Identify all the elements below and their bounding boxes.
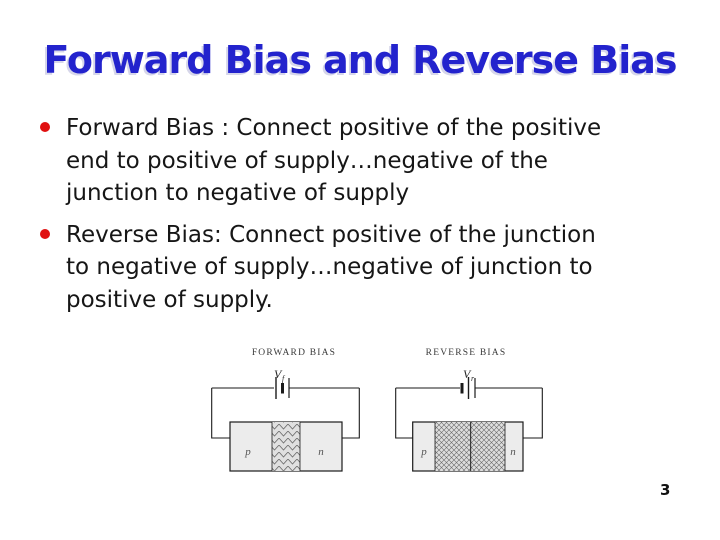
depletion-hatch xyxy=(272,422,300,471)
bullet-icon xyxy=(40,122,50,132)
wire-right xyxy=(342,388,360,439)
bullet-line: junction to negative of supply xyxy=(66,180,410,206)
page-number: 3 xyxy=(660,481,671,499)
battery-icon xyxy=(460,377,476,399)
forward-bias-diagram: FORWARD BIAS V f p n xyxy=(211,348,360,472)
reverse-bias-diagram: REVERSE BIAS V r p n xyxy=(395,348,543,472)
voltage-subscript: f xyxy=(282,374,286,383)
page-title: Forward Bias and Reverse Bias xyxy=(43,38,678,82)
n-region-label: n xyxy=(510,446,516,458)
bullet-list: Forward Bias : Connect positive of the p… xyxy=(40,112,700,316)
wire-left xyxy=(211,388,230,439)
n-region-label: n xyxy=(318,446,324,458)
diagram-title: FORWARD BIAS xyxy=(252,348,336,358)
bullet-line: positive of supply. xyxy=(66,286,273,313)
circuit-wires xyxy=(395,387,543,439)
voltage-subscript: r xyxy=(471,374,475,383)
bullet-icon xyxy=(40,228,50,239)
voltage-label: V xyxy=(463,367,472,381)
battery-icon xyxy=(275,377,290,399)
pn-junction-box: p n xyxy=(412,421,524,472)
circuit-wires xyxy=(211,387,360,439)
wire-left xyxy=(395,388,413,439)
p-region-label: p xyxy=(420,446,427,458)
list-item: Forward Bias : Connect positive of the p… xyxy=(40,112,700,210)
wire-right xyxy=(523,388,543,439)
p-region-label: p xyxy=(244,446,251,458)
pn-junction-box: p n xyxy=(229,421,343,472)
bullet-line: Forward Bias : Connect positive of the p… xyxy=(66,115,602,141)
list-item: Reverse Bias: Connect positive of the ju… xyxy=(40,219,700,317)
bullet-line: Reverse Bias: Connect positive of the ju… xyxy=(66,221,596,248)
depletion-hatch xyxy=(435,422,505,471)
bullet-line: end to positive of supply…negative of th… xyxy=(66,147,548,174)
bullet-line: to negative of supply…negative of juncti… xyxy=(66,254,593,280)
voltage-label: V xyxy=(274,367,283,381)
diagram-title: REVERSE BIAS xyxy=(426,348,507,358)
